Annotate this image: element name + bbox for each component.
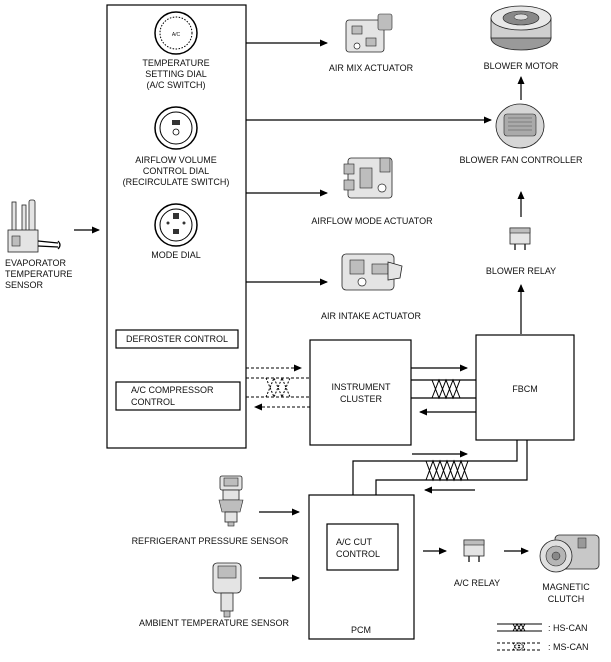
airflow-dial-icon bbox=[154, 106, 198, 150]
blower-fan-controller-label: BLOWER FAN CONTROLLER bbox=[459, 155, 583, 165]
airflow-dial-label-3: (RECIRCULATE SWITCH) bbox=[123, 177, 230, 187]
legend-ms-can-symbol bbox=[497, 642, 542, 651]
legend-hs-can-label: : HS-CAN bbox=[548, 623, 588, 633]
temperature-dial-icon: A/C bbox=[154, 11, 198, 55]
refrigerant-pressure-sensor-icon bbox=[218, 475, 244, 527]
evaporator-label-3: SENSOR bbox=[5, 280, 44, 290]
temperature-dial-label-1: TEMPERATURE bbox=[142, 58, 209, 68]
airflow-mode-actuator-label: AIRFLOW MODE ACTUATOR bbox=[311, 216, 433, 226]
hs-can-link-fbcm-pcm bbox=[352, 440, 528, 495]
ac-compressor-label-1: A/C COMPRESSOR bbox=[131, 385, 214, 395]
evaporator-label-1: EVAPORATOR bbox=[5, 258, 67, 268]
ms-can-link-panel-cluster bbox=[246, 364, 310, 411]
legend-ms-can-label: : MS-CAN bbox=[548, 642, 589, 652]
mode-dial-label: MODE DIAL bbox=[151, 250, 201, 260]
pcm-label: PCM bbox=[351, 625, 371, 635]
evaporator-sensor-icon bbox=[7, 199, 61, 253]
blower-relay-label: BLOWER RELAY bbox=[486, 266, 556, 276]
mode-dial-icon bbox=[154, 203, 198, 247]
magnetic-clutch-label-2: CLUTCH bbox=[548, 594, 585, 604]
refrigerant-sensor-label: REFRIGERANT PRESSURE SENSOR bbox=[132, 536, 289, 546]
airflow-dial-label-2: CONTROL DIAL bbox=[143, 166, 209, 176]
temperature-dial-label-3: (A/C SWITCH) bbox=[147, 80, 206, 90]
defroster-control-box bbox=[115, 329, 239, 349]
temp-dial-face-label: A/C bbox=[172, 32, 181, 38]
ac-cut-label-2: CONTROL bbox=[336, 549, 380, 559]
hs-can-link-cluster-fbcm bbox=[411, 364, 476, 416]
blower-fan-controller-icon bbox=[495, 103, 545, 149]
blower-motor-icon bbox=[490, 5, 552, 51]
air-mix-actuator-label: AIR MIX ACTUATOR bbox=[329, 63, 414, 73]
blower-relay-icon bbox=[509, 227, 531, 250]
air-mix-actuator-icon bbox=[345, 13, 393, 53]
air-intake-actuator-icon bbox=[341, 253, 403, 291]
ac-compressor-control-box bbox=[115, 381, 241, 411]
ac-cut-control-box bbox=[326, 523, 399, 571]
defroster-control-label: DEFROSTER CONTROL bbox=[126, 334, 228, 344]
temperature-dial-label-2: SETTING DIAL bbox=[145, 69, 207, 79]
ac-relay-icon bbox=[463, 539, 485, 562]
legend-hs-can-symbol bbox=[497, 623, 542, 632]
air-intake-actuator-label: AIR INTAKE ACTUATOR bbox=[321, 311, 422, 321]
instrument-cluster-label-1: INSTRUMENT bbox=[332, 382, 391, 392]
airflow-dial-label-1: AIRFLOW VOLUME bbox=[135, 155, 217, 165]
evaporator-label-2: TEMPERATURE bbox=[5, 269, 72, 279]
ac-relay-label: A/C RELAY bbox=[454, 578, 500, 588]
instrument-cluster-label-2: CLUSTER bbox=[340, 394, 383, 404]
fbcm-label: FBCM bbox=[512, 384, 538, 394]
airflow-mode-actuator-icon bbox=[343, 157, 393, 199]
ac-compressor-label-2: CONTROL bbox=[131, 397, 175, 407]
instrument-cluster-box bbox=[309, 339, 412, 446]
fbcm-box bbox=[475, 334, 575, 441]
blower-motor-label: BLOWER MOTOR bbox=[484, 61, 559, 71]
ambient-temperature-sensor-icon bbox=[212, 562, 242, 618]
magnetic-clutch-label-1: MAGNETIC bbox=[542, 582, 590, 592]
ac-cut-label-1: A/C CUT bbox=[336, 537, 373, 547]
ambient-sensor-label: AMBIENT TEMPERATURE SENSOR bbox=[139, 618, 290, 628]
magnetic-clutch-icon bbox=[539, 534, 600, 573]
